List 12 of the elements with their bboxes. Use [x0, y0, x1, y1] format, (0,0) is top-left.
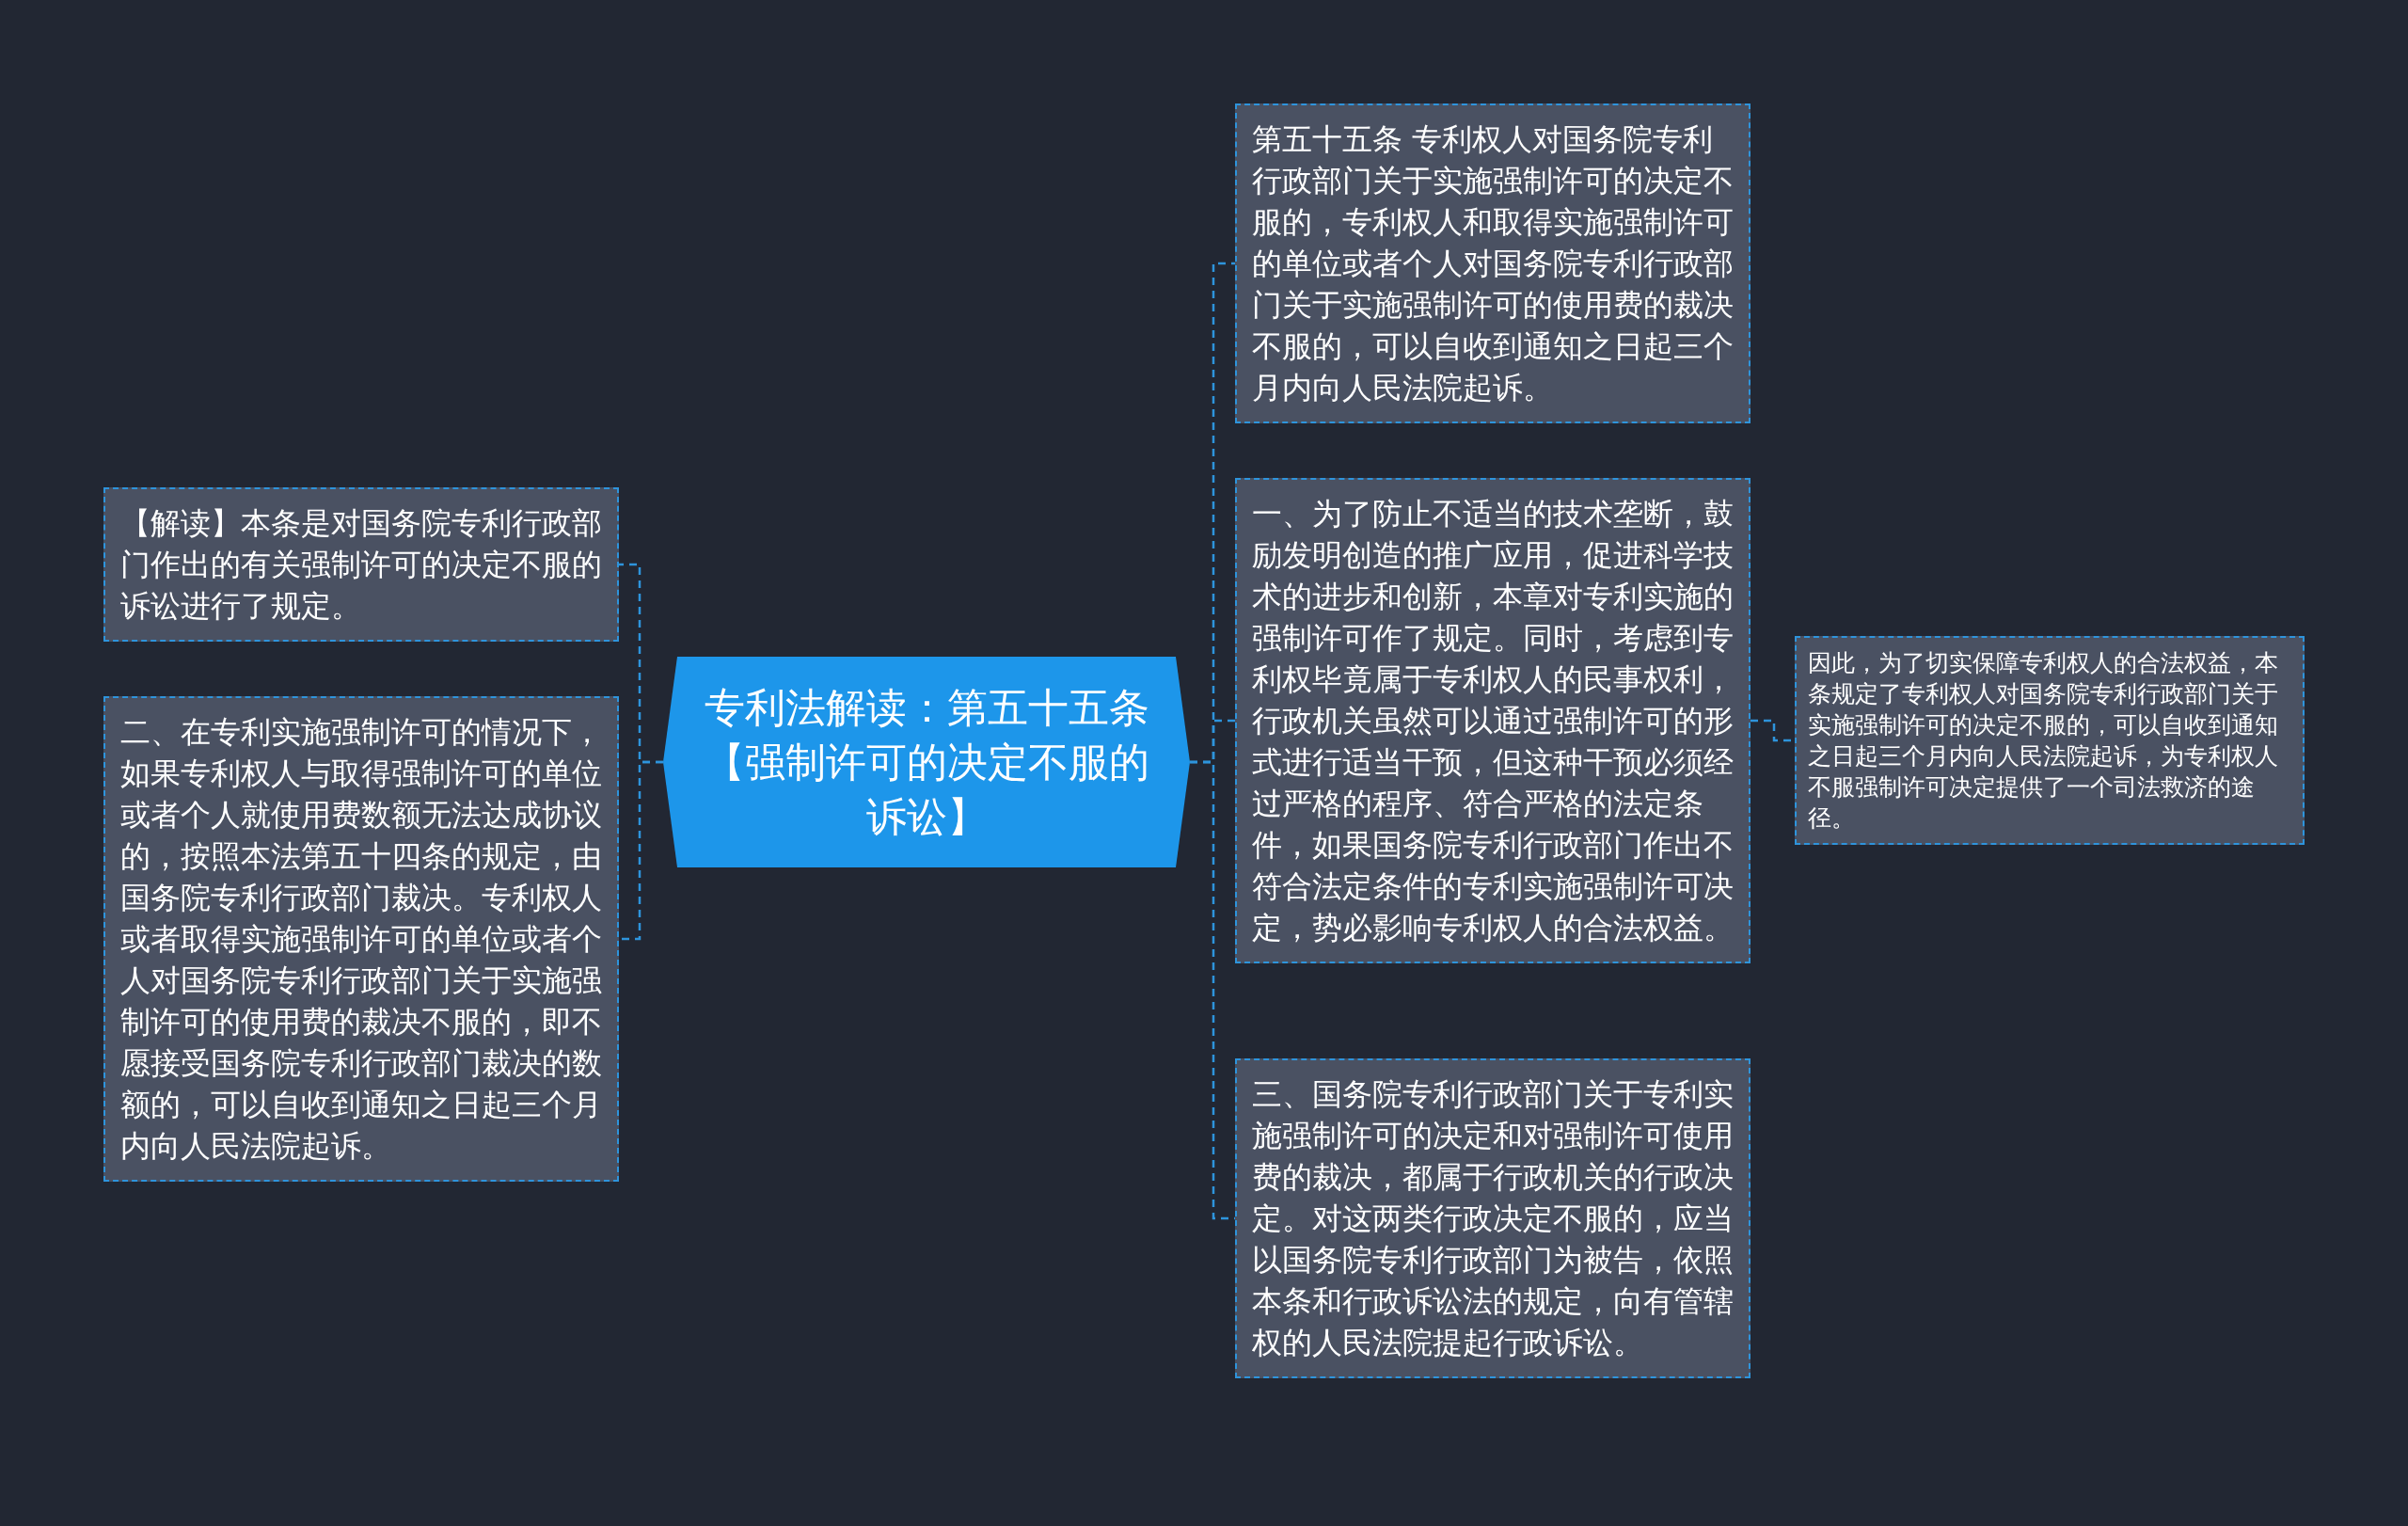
card-text: 因此，为了切实保障专利权人的合法权益，本条规定了专利权人对国务院专利行政部门关于实施强制许可的决定不服的，可以自收到通知之日起三个月内向人民法院起诉，为专利权人不服强制许可决定提供了一个司法救济的途径。	[1808, 648, 2279, 834]
text-card	[1795, 636, 2305, 845]
card-text: 三、国务院专利行政部门关于专利实施强制许可的决定和对强制许可使用费的裁决，都属于行政机关的行政决定。对这两类行政决定不服的，应当以国务院专利行政部门为被告，依照本条和行政诉讼法的规定，向有管辖权的人民法院提起行政诉讼。	[1252, 1075, 1734, 1362]
card-text: 【解读】本条是对国务院专利行政部门作出的有关强制许可的决定不服的诉讼进行了规定。	[120, 504, 602, 626]
connector	[619, 760, 663, 941]
card-text: 一、为了防止不适当的技术垄断，鼓励发明创造的推广应用，促进科学技术的进步和创新，本章对专利实施的强制许可作了规定。同时，考虑到专利权毕竟属于专利权人的民事权利，行政机关虽然可以通过强制许可的形式进行适当干预，但这种干预必须经过严格的程序、符合严格的法定条件，如果国务院专利行政部门作出不符合法定条件的专利实施强制许可决定，势必影响专利权人的合法权益。	[1252, 495, 1734, 947]
card-text: 二、在专利实施强制许可的情况下，如果专利权人与取得强制许可的单位或者个人就使用费数额无法达成协议的，按照本法第五十四条的规定，由国务院专利行政部门裁决。专利权人或者取得实施强制许可的单位或者个人对国务院专利行政部门关于实施强制许可的使用费的裁决不服的，即不愿接受国务院专利行政部门裁决的数额的，可以自收到通知之日起三个月内向人民法院起诉。	[120, 713, 602, 1166]
text-card	[1235, 1058, 1751, 1378]
text-card	[1235, 103, 1751, 423]
card-text: 第五十五条 专利权人对国务院专利行政部门关于实施强制许可的决定不服的，专利权人和取得实施强制许可的单位或者个人对国务院专利行政部门关于实施强制许可的使用费的裁决不服的，可以自收到通知之日起三个月内向人民法院起诉。	[1252, 120, 1734, 407]
text-card	[103, 487, 619, 642]
topic-title: 专利法解读：第五十五条【强制许可的决定不服的诉讼】	[703, 683, 1150, 842]
